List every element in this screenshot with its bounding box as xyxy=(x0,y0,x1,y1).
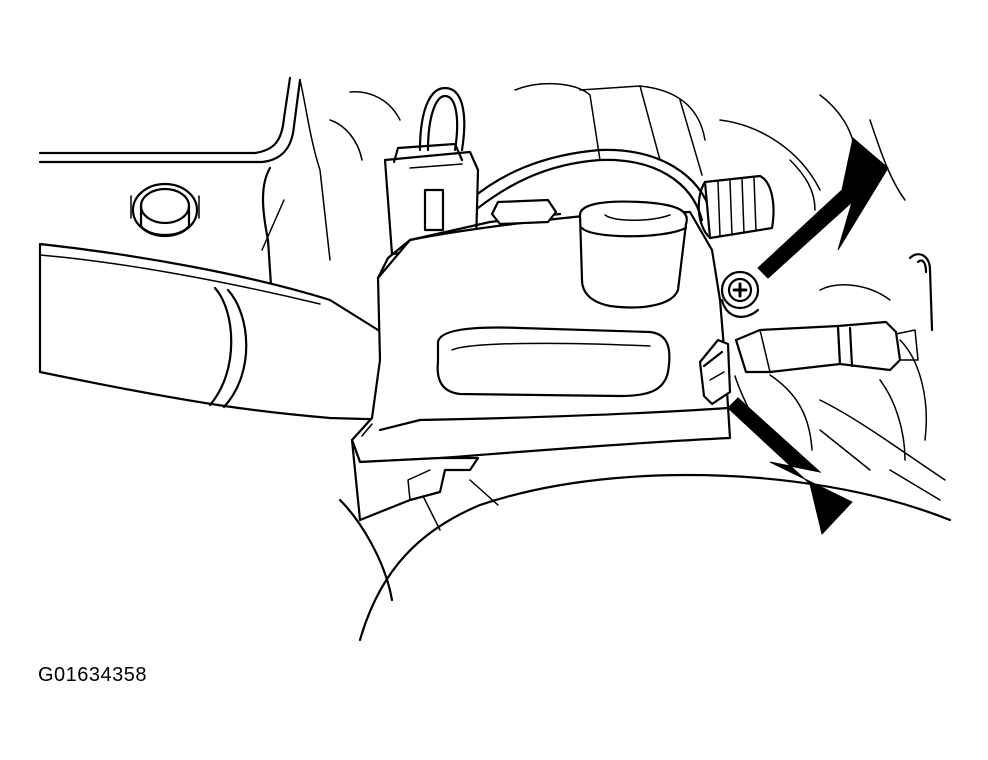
figure-id-label: G01634358 xyxy=(38,664,148,686)
knurled-cylinder xyxy=(697,174,775,240)
switch-knob xyxy=(578,200,688,309)
lever-stalk xyxy=(38,242,412,422)
left-connector xyxy=(383,142,480,256)
top-tab xyxy=(490,198,558,226)
line-art-illustration xyxy=(38,76,952,642)
retaining-clip xyxy=(698,338,732,406)
lower-callout-arrow xyxy=(727,397,853,536)
panel-bolt xyxy=(130,182,200,238)
right-connector xyxy=(734,320,919,451)
upper-callout-arrow xyxy=(757,137,889,279)
upper-right-components xyxy=(329,82,906,211)
dash-panel xyxy=(38,76,331,302)
lower-shroud xyxy=(338,399,952,642)
mounting-screw xyxy=(720,270,760,318)
right-wiring xyxy=(819,253,934,461)
